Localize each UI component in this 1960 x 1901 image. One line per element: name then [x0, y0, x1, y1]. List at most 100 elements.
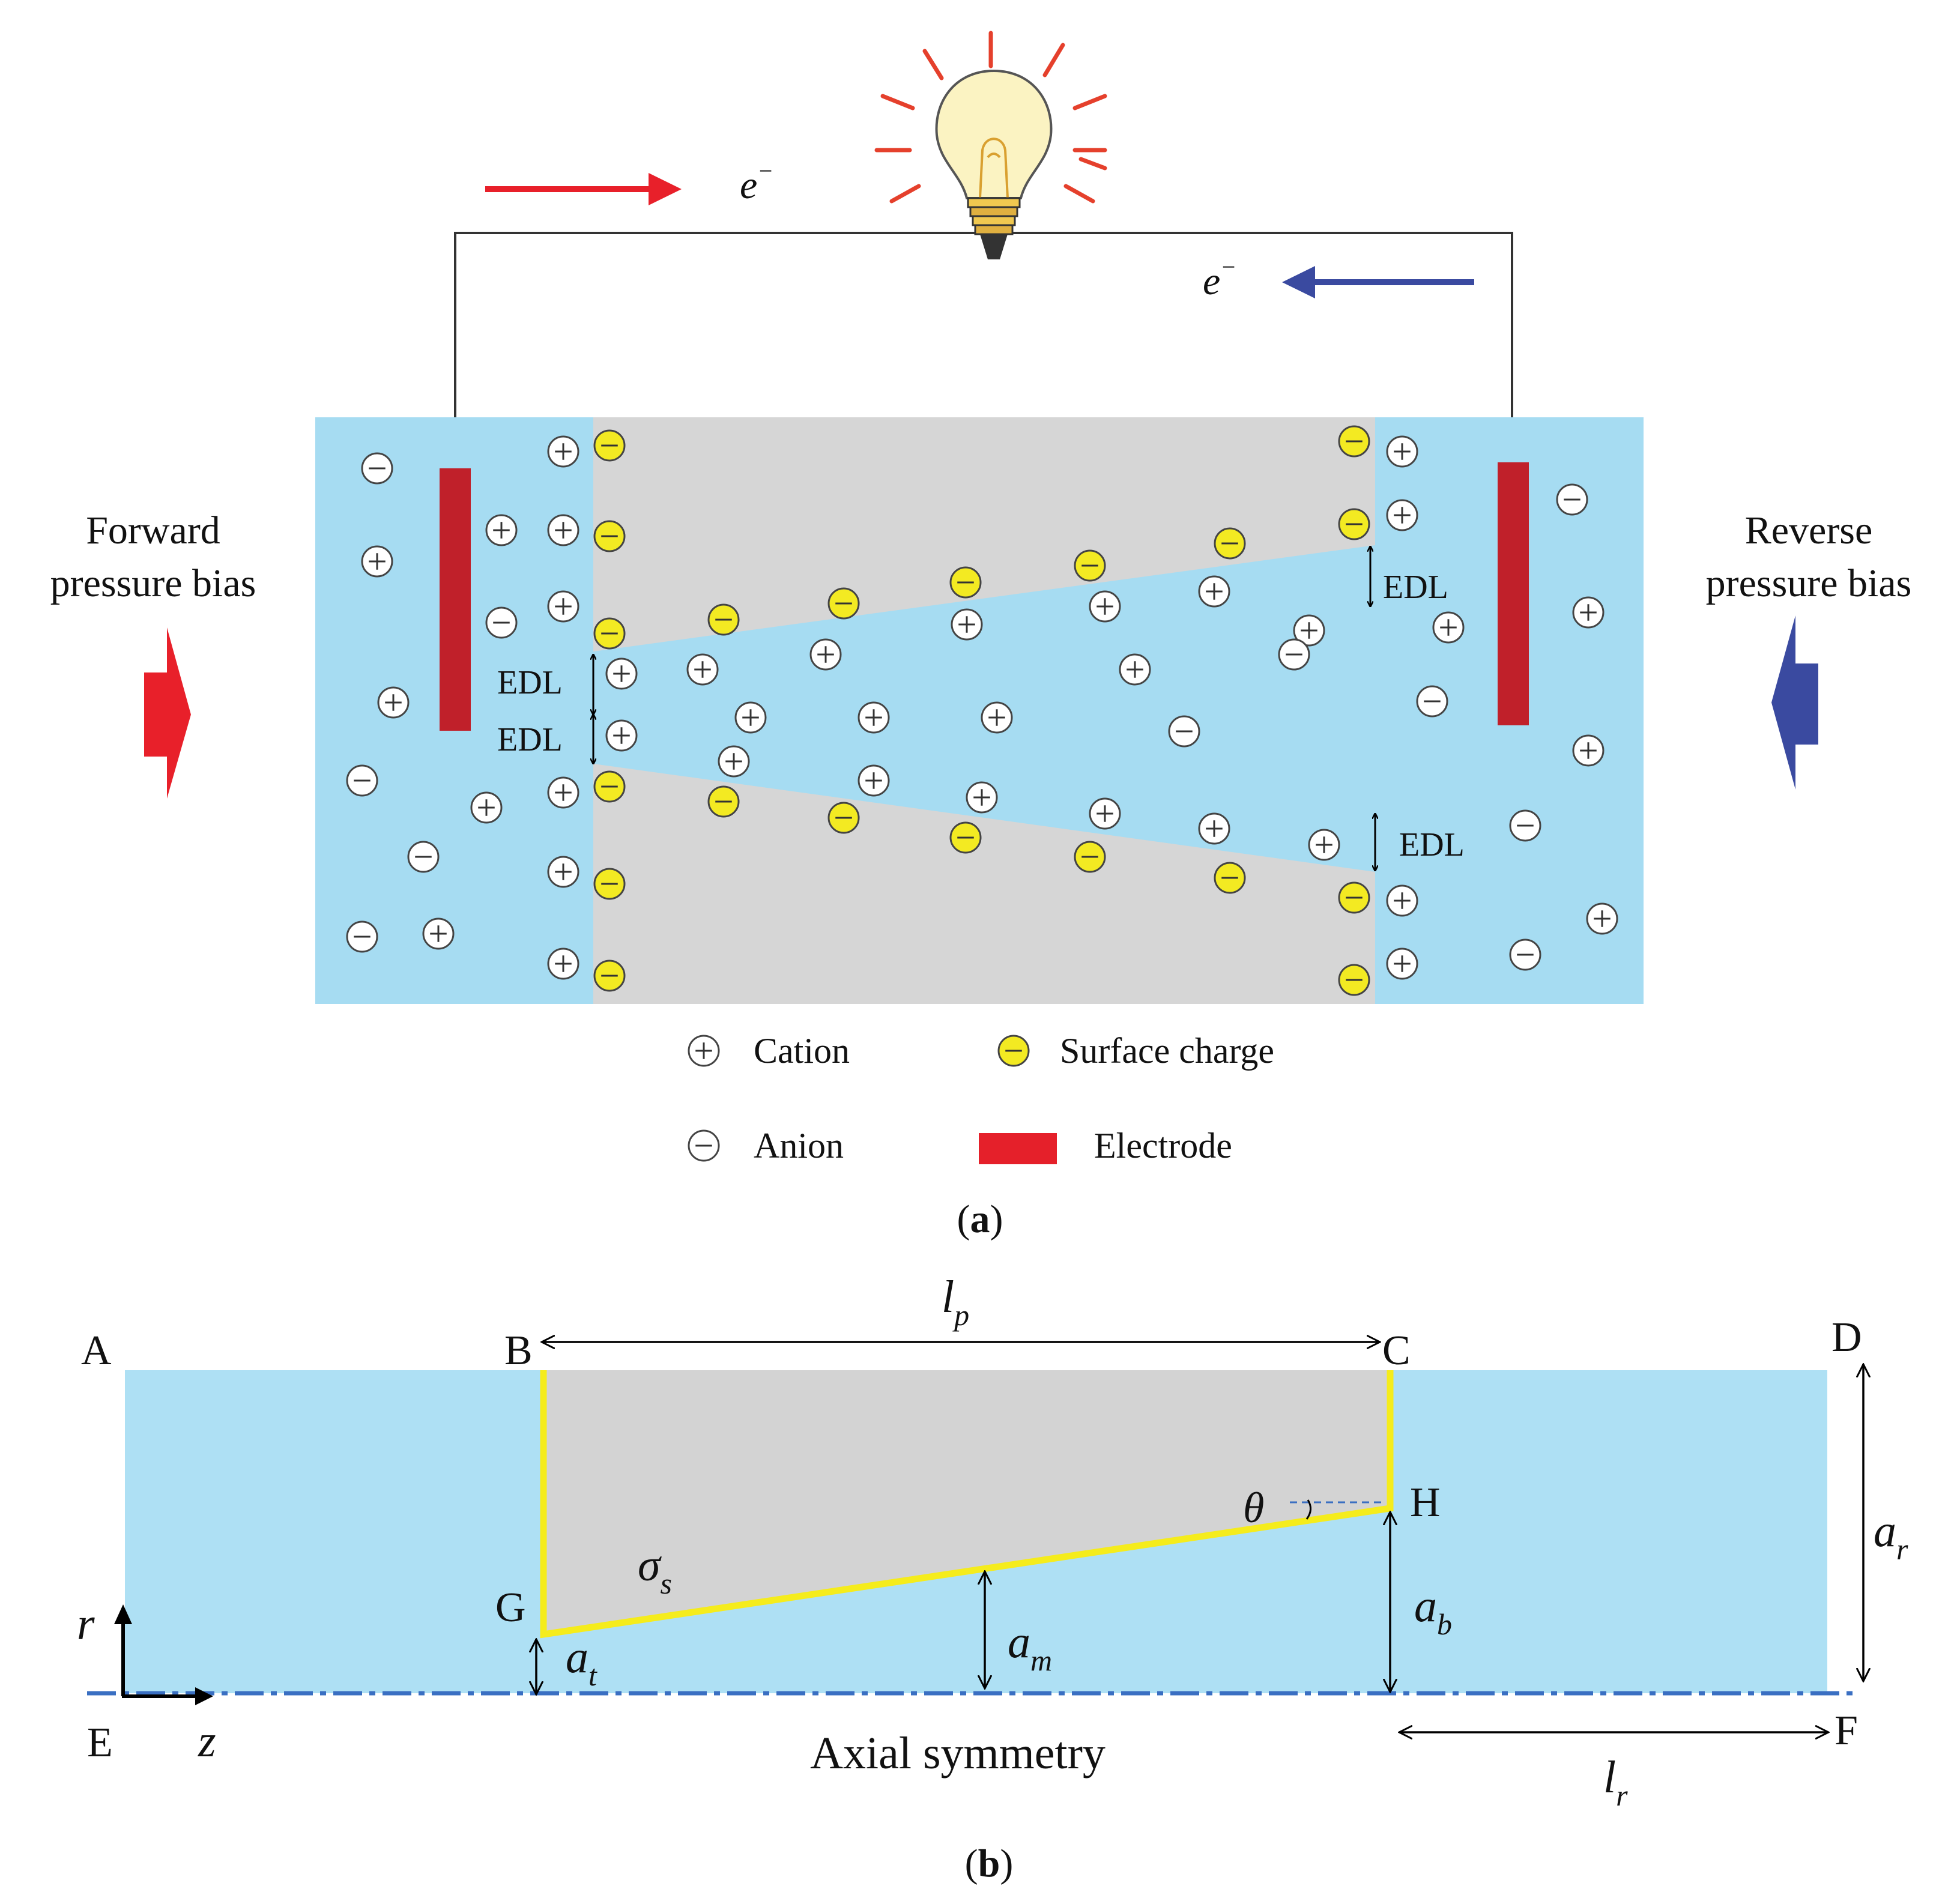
electron-flow-reverse	[1282, 266, 1474, 298]
cation-icon	[422, 917, 455, 950]
panel-a: e− e− EDL EDL EDL EDL Forward pressure b…	[50, 31, 1912, 1241]
anion-icon	[485, 606, 518, 639]
cation-icon	[1386, 435, 1418, 468]
surface-charge-icon	[1214, 527, 1246, 560]
cation-icon	[1198, 575, 1230, 608]
cation-icon	[377, 686, 410, 719]
cation-icon	[981, 701, 1013, 734]
point-h-label: H	[1410, 1479, 1441, 1526]
panel-b: A B C D E F G H lp lr ar ab am at σs θ r…	[77, 1272, 1908, 1885]
cation-icon	[1386, 884, 1418, 917]
anion-icon	[1278, 638, 1310, 671]
point-b-label: B	[504, 1328, 533, 1374]
surface-charge-icon	[1338, 964, 1370, 996]
reverse-bias-label-1: Reverse	[1745, 509, 1873, 552]
axial-symmetry-label: Axial symmetry	[810, 1728, 1106, 1779]
surface-charge-icon	[949, 566, 982, 599]
cation-icon	[547, 856, 579, 888]
cation-icon	[547, 435, 579, 468]
legend-icons	[688, 1035, 1030, 1162]
surface-charge-icon	[1338, 881, 1370, 914]
surface-charge-icon	[1074, 841, 1106, 873]
surface-charge-icon	[707, 785, 740, 818]
anion-icon	[346, 764, 378, 797]
cation-icon	[1089, 590, 1121, 623]
cation-icon	[858, 701, 890, 734]
anion-icon	[361, 452, 393, 485]
ab-label: ab	[1414, 1581, 1452, 1641]
electrode-left	[440, 468, 471, 731]
cation-icon	[547, 947, 579, 980]
surface-charge-icon	[1338, 425, 1370, 458]
at-label: at	[566, 1632, 597, 1692]
cation-icon	[1089, 797, 1121, 830]
cation-icon	[734, 701, 767, 734]
reverse-bias-label-2: pressure bias	[1706, 561, 1912, 605]
cation-icon	[966, 781, 998, 814]
reverse-pressure-arrow-icon	[1771, 615, 1818, 790]
electron-label-forward: e−	[740, 157, 773, 207]
edl-label-1: EDL	[497, 664, 563, 701]
theta-label: θ	[1243, 1484, 1264, 1532]
point-g-label: G	[495, 1585, 526, 1631]
legend: Cation Surface charge Anion Electrode	[688, 1031, 1274, 1165]
forward-pressure-arrow-icon	[144, 627, 191, 799]
anion-icon	[346, 920, 378, 953]
cation-icon	[686, 653, 719, 686]
z-axis-label: z	[198, 1716, 216, 1767]
cation-icon	[1198, 812, 1230, 845]
edl-label-2: EDL	[497, 721, 563, 758]
charged-pore-wall	[540, 1370, 1394, 1639]
cation-icon	[1572, 734, 1605, 767]
surface-charge-icon	[593, 770, 626, 803]
surface-charge-icon	[1338, 508, 1370, 540]
light-bulb-icon	[874, 31, 1107, 259]
legend-electrode-swatch	[979, 1133, 1057, 1164]
cation-icon	[1586, 902, 1618, 935]
membrane-lower	[593, 764, 1375, 1004]
cation-icon	[547, 590, 579, 623]
electron-flow-forward	[485, 173, 682, 205]
surface-charge-icon	[593, 617, 626, 650]
forward-bias-label-1: Forward	[86, 509, 220, 552]
legend-anion-label: Anion	[754, 1126, 844, 1165]
cation-icon	[951, 608, 983, 641]
rz-axes	[114, 1604, 213, 1705]
ion-layer	[346, 425, 1618, 996]
electrode-right	[1498, 462, 1529, 725]
r-axis-label: r	[77, 1599, 95, 1649]
surface-charge-icon	[827, 802, 860, 834]
surface-charge-icon	[593, 960, 626, 992]
cation-icon	[858, 764, 890, 797]
cation-icon	[1432, 611, 1465, 644]
cation-icon	[1293, 614, 1325, 647]
forward-bias-label-2: pressure bias	[50, 561, 256, 605]
am-label: am	[1008, 1617, 1052, 1677]
edl-label-3: EDL	[1383, 569, 1448, 606]
legend-anion-icon	[688, 1129, 720, 1162]
point-a-label: A	[81, 1328, 112, 1374]
surface-charge-icon	[827, 587, 860, 620]
anion-icon	[1556, 483, 1588, 516]
cation-icon	[361, 545, 393, 578]
point-e-label: E	[87, 1720, 113, 1766]
cation-icon	[485, 514, 518, 546]
anion-icon	[1509, 938, 1541, 971]
legend-surface-charge-label: Surface charge	[1060, 1031, 1274, 1071]
lp-label: lp	[942, 1272, 969, 1332]
surface-charge-icon	[949, 821, 982, 854]
surface-charge-icon	[593, 429, 626, 462]
anion-icon	[1509, 809, 1541, 842]
cation-icon	[547, 776, 579, 809]
point-d-label: D	[1831, 1314, 1862, 1361]
cation-icon	[470, 791, 503, 824]
ar-label: ar	[1874, 1506, 1908, 1566]
membrane-solid	[543, 1370, 1390, 1634]
cation-icon	[1386, 499, 1418, 531]
legend-electrode-label: Electrode	[1094, 1126, 1232, 1165]
lr-label: lr	[1603, 1752, 1628, 1812]
anion-icon	[407, 841, 440, 873]
panel-a-caption: (a)	[957, 1197, 1003, 1241]
electron-label-reverse: e−	[1203, 253, 1236, 303]
